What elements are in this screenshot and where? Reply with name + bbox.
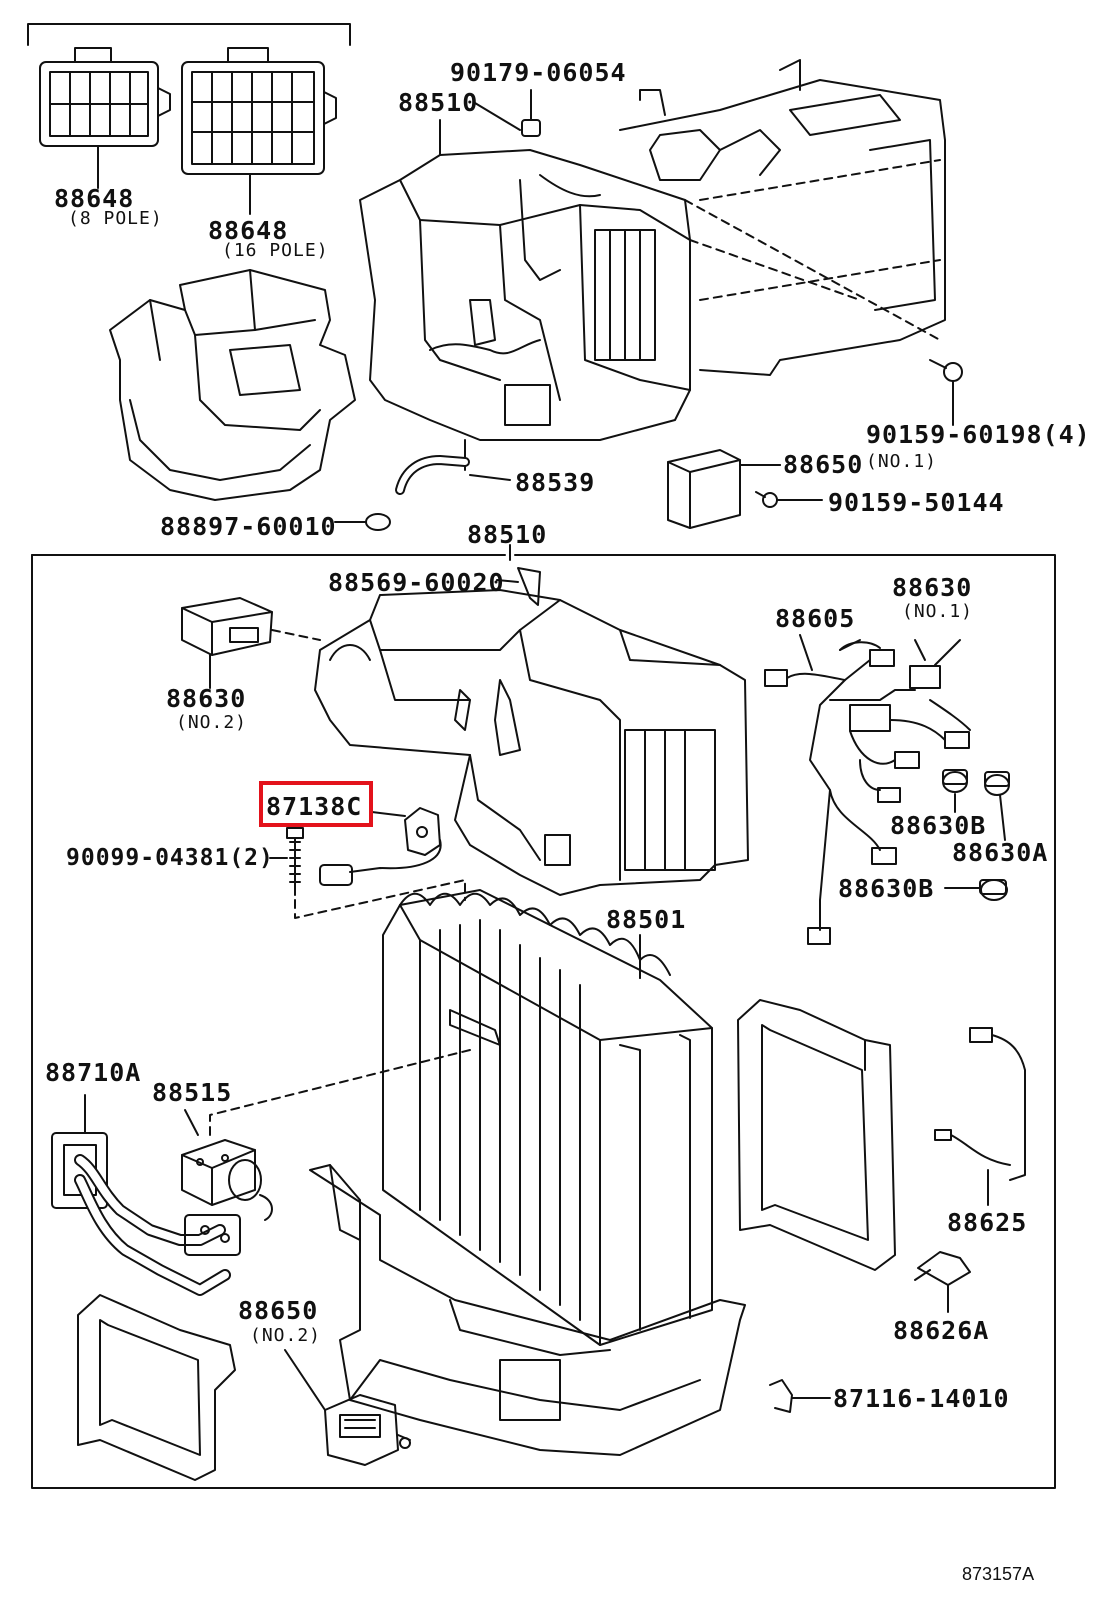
screw-90159-60198-drawing xyxy=(929,359,963,426)
part-number-90159-50144[interactable]: 90159-50144 xyxy=(828,488,1005,517)
part-number-88650-no1[interactable]: 88650 xyxy=(783,450,864,479)
upper-unit-drawing xyxy=(359,149,691,471)
screw-90159-50144-drawing xyxy=(755,491,823,508)
evaporator-core-drawing xyxy=(382,889,713,1346)
part-number-88897-60010[interactable]: 88897-60010 xyxy=(160,512,337,541)
part-number-88510-box[interactable]: 88510 xyxy=(467,520,548,549)
upper-duct-drawing xyxy=(619,59,946,376)
drain-hose-drawing xyxy=(395,455,511,495)
part-number-88650-no2[interactable]: 88650 xyxy=(238,1296,319,1325)
part-note-no2-88650: (NO.2) xyxy=(250,1325,322,1346)
connector-16-pole-drawing xyxy=(181,47,337,215)
part-number-88648-8pole[interactable]: 88648 xyxy=(54,184,135,213)
evaporator-assembly-box-frame xyxy=(31,544,1056,1489)
screw-90099-drawing xyxy=(269,827,466,919)
part-number-87138c[interactable]: 87138C xyxy=(266,792,363,821)
bracket-88569-drawing xyxy=(496,567,541,606)
highlight-box-87138c xyxy=(259,781,373,827)
part-number-88630b-upper[interactable]: 88630B xyxy=(890,811,987,840)
amplifier-no2-drawing xyxy=(181,597,321,689)
grommet-drawing xyxy=(334,513,391,531)
lower-case-drawing xyxy=(309,1164,746,1456)
diagram-reference-code: 873157A xyxy=(962,1564,1035,1584)
seal-frame-right-drawing xyxy=(737,999,896,1271)
connector-group-bracket xyxy=(27,23,351,46)
part-number-88625[interactable]: 88625 xyxy=(947,1208,1028,1237)
part-number-90179-06054[interactable]: 90179-06054 xyxy=(450,58,627,87)
nut-90179-drawing xyxy=(521,89,541,137)
amplifier-no1-drawing xyxy=(667,449,781,529)
part-number-88630a[interactable]: 88630A xyxy=(952,838,1049,867)
part-number-88605[interactable]: 88605 xyxy=(775,604,856,633)
seal-frame-left-drawing xyxy=(77,1294,236,1481)
part-number-88569-60020[interactable]: 88569-60020 xyxy=(328,568,505,597)
pipe-88710a-drawing xyxy=(51,1094,241,1296)
part-note-no2-88630: (NO.2) xyxy=(176,712,248,733)
thermistor-87138c-drawing xyxy=(319,807,442,886)
expansion-valve-drawing xyxy=(181,1049,471,1221)
part-number-88510-top[interactable]: 88510 xyxy=(398,88,479,117)
part-note-no1-amplifier: (NO.1) xyxy=(866,451,938,472)
part-number-88626a[interactable]: 88626A xyxy=(893,1316,990,1345)
blower-case-drawing xyxy=(109,269,356,501)
part-number-88539[interactable]: 88539 xyxy=(515,468,596,497)
part-note-no1-88630: (NO.1) xyxy=(902,601,974,622)
wire-harness-drawing xyxy=(764,639,971,945)
part-number-87116-14010[interactable]: 87116-14010 xyxy=(833,1384,1010,1413)
pressure-switch-88630a-drawing xyxy=(984,771,1010,841)
clip-87116-drawing xyxy=(769,1379,831,1413)
part-note-16-pole: (16 POLE) xyxy=(222,240,329,261)
part-note-8-pole: (8 POLE) xyxy=(68,208,163,229)
pressure-switch-88630b-lower-drawing xyxy=(944,879,1008,901)
part-number-88710a[interactable]: 88710A xyxy=(45,1058,142,1087)
connector-8-pole-drawing xyxy=(39,47,171,189)
pressure-switch-88630b-drawing xyxy=(942,769,968,813)
part-number-90099-04381[interactable]: 90099-04381(2) xyxy=(66,845,274,871)
part-number-88501[interactable]: 88501 xyxy=(606,905,687,934)
amplifier-no2-lower-drawing xyxy=(284,1349,411,1466)
sensor-88625-drawing xyxy=(934,1027,1026,1206)
part-number-88630-no2[interactable]: 88630 xyxy=(166,684,247,713)
part-number-88630b-lower[interactable]: 88630B xyxy=(838,874,935,903)
lower-unit-upper-case-drawing xyxy=(314,589,749,896)
part-number-88515[interactable]: 88515 xyxy=(152,1078,233,1107)
part-number-88630-no1[interactable]: 88630 xyxy=(892,573,973,602)
leader-lines xyxy=(439,102,961,979)
part-number-88648-16pole[interactable]: 88648 xyxy=(208,216,289,245)
clip-88626a-drawing xyxy=(914,1251,971,1313)
part-number-90159-60198[interactable]: 90159-60198(4) xyxy=(866,420,1091,449)
